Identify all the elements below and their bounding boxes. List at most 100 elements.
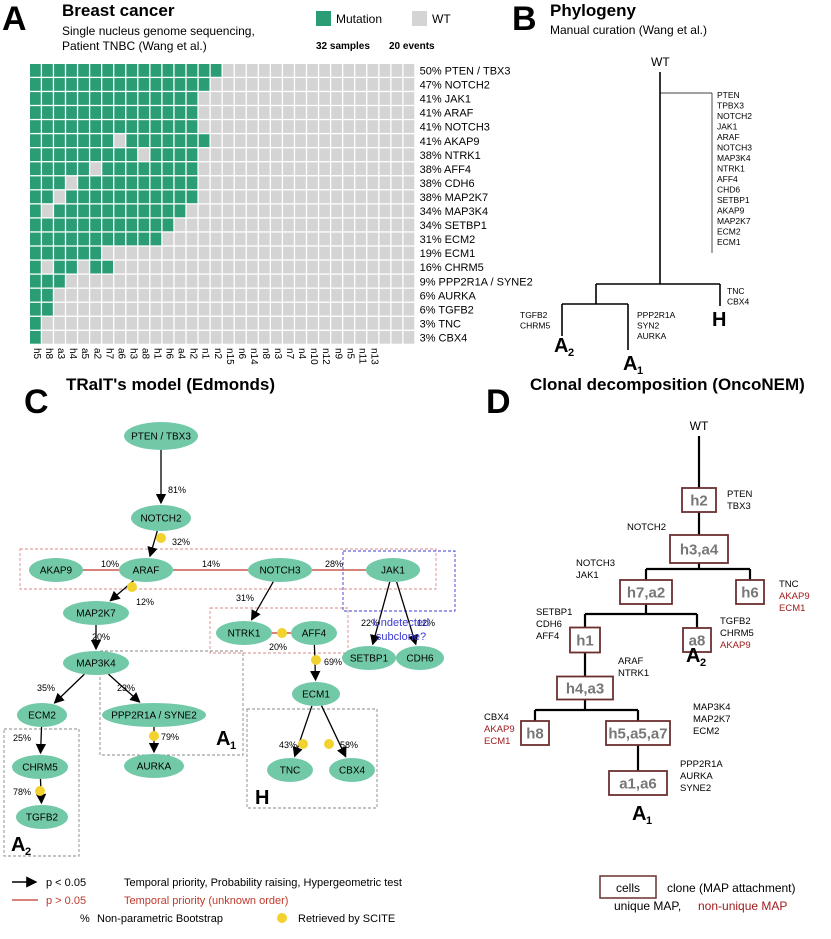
heatmap-cell [90, 288, 101, 302]
heatmap-cell [90, 302, 101, 316]
heatmap-cell [367, 288, 379, 302]
heatmap-cell [379, 106, 391, 119]
phylo-label-a2-sub: 2 [568, 347, 574, 359]
heatmap-column-label: n10 [308, 348, 319, 365]
heatmap-cell [90, 190, 101, 204]
heatmap-cell [379, 162, 391, 176]
heatmap-cell [283, 190, 294, 204]
heatmap-cell [355, 246, 367, 260]
heatmap-cell [174, 148, 186, 162]
heatmap-cell [343, 218, 355, 232]
heatmap-cell [126, 288, 138, 302]
heatmap-cell [367, 246, 379, 260]
heatmap-cell [126, 120, 138, 133]
heatmap-cell [30, 218, 41, 232]
heatmap-column-label: n9 [332, 348, 343, 360]
heatmap-cell [258, 246, 270, 260]
heatmap-cell [234, 288, 246, 302]
heatmap-cell [295, 274, 306, 288]
heatmap-cell [319, 302, 330, 316]
phylogeny-tree-lines [561, 72, 721, 350]
heatmap-row-label: 3% CBX4 [420, 332, 468, 344]
heatmap-column-label: h2 [188, 348, 199, 360]
heatmap-cell [307, 64, 318, 77]
heatmap-cell [174, 204, 186, 218]
heatmap-cell [102, 148, 114, 162]
heatmap-cell [331, 78, 342, 91]
heatmap-cell [198, 106, 210, 119]
heatmap-cell [198, 190, 210, 204]
heatmap-cell [66, 176, 77, 190]
heatmap-cell [283, 232, 294, 246]
heatmap-cell [331, 134, 342, 147]
heatmap-cell [210, 64, 222, 77]
heatmap-cell [90, 120, 101, 133]
heatmap-cell [66, 302, 77, 316]
heatmap-cell [114, 134, 126, 147]
heatmap-cell [355, 232, 367, 246]
heatmap-cell [66, 134, 77, 147]
heatmap-cell [30, 274, 41, 288]
heatmap-cell [283, 162, 294, 176]
panel-c: C TRaIT's model (Edmonds) PTEN / TBX3NOT… [3, 375, 456, 925]
heatmap-cell [222, 274, 234, 288]
heatmap-cell [222, 232, 234, 246]
heatmap-cell [258, 162, 270, 176]
heatmap-cell [391, 218, 403, 232]
heatmap-column-label: n15 [224, 348, 235, 365]
edge-ecm1-tnc [292, 705, 313, 758]
edge-label-ecm1_tnc: 43% [279, 740, 297, 750]
heatmap-cell [186, 176, 198, 190]
heatmap-cell [174, 162, 186, 176]
heatmap-cell [126, 148, 138, 162]
heatmap-cell [138, 190, 150, 204]
edge-label-map3k4_ecm2: 35% [37, 683, 55, 693]
heatmap-cell [355, 134, 367, 147]
heatmap-cell [367, 176, 379, 190]
gene-h2: PTEN [727, 489, 752, 500]
heatmap-cell [367, 162, 379, 176]
trunk-gene-bracket [660, 92, 713, 253]
clone-label-h5a5a7: h5,a5,a7 [608, 726, 667, 743]
heatmap-cell [42, 260, 53, 274]
gene-a8: TGFB2 [720, 616, 751, 627]
heatmap-cell [210, 330, 222, 344]
heatmap-cell [126, 190, 138, 204]
heatmap-cell [42, 176, 53, 190]
clone-h8 [520, 720, 550, 746]
heatmap-cell [391, 120, 403, 133]
heatmap-cell [403, 176, 415, 190]
heatmap-cell [283, 120, 294, 133]
heatmap-cell [355, 162, 367, 176]
gene-a1a6: AURKA [680, 771, 713, 782]
heatmap-column-label: a2 [91, 348, 102, 360]
heatmap-cell [307, 274, 318, 288]
box-ntrk1-group [209, 607, 349, 654]
heatmap-column-label: h1 [152, 348, 163, 360]
heatmap-cell [186, 260, 198, 274]
heatmap-cell [379, 176, 391, 190]
clone-h6 [735, 579, 765, 605]
heatmap-cell [126, 316, 138, 330]
heatmap-cell [343, 274, 355, 288]
onconem-label-a1: A [632, 803, 646, 825]
heatmap-cell [54, 64, 65, 77]
edge-map3k4-ecm2 [53, 673, 85, 704]
trait-edge-labels: 81%32%10%14%28%12%31%22%12%20%20%69%35%2… [13, 485, 435, 797]
heatmap-cell [198, 274, 210, 288]
heatmap-cell [234, 78, 246, 91]
heatmap-cell [66, 330, 77, 344]
heatmap-cell [379, 218, 391, 232]
heatmap-column-label: h6 [164, 348, 175, 360]
a2-gene-label: CHRM5 [520, 321, 550, 331]
phylo-label-a2: A [554, 335, 568, 357]
heatmap-cell [403, 92, 415, 105]
heatmap-cell [78, 260, 89, 274]
trunk-gene-label: NTRK1 [717, 164, 745, 174]
legend-black-desc: Temporal priority, Probability raising, … [124, 877, 402, 889]
clone-a8 [682, 627, 712, 653]
heatmap-cell [150, 302, 162, 316]
heatmap-cell [295, 120, 306, 133]
edge-label-map3k4_ppp2r1a: 23% [117, 683, 135, 693]
